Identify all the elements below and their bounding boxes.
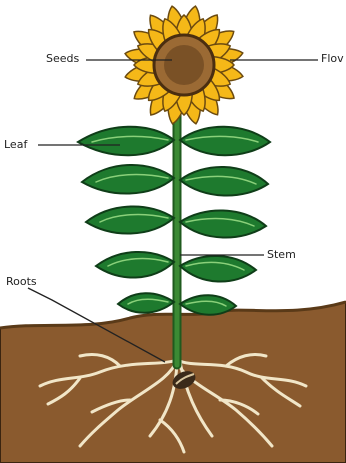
leaves-left (78, 127, 174, 313)
label-seeds: Seeds (46, 53, 79, 65)
flower-center-inner (164, 45, 204, 85)
label-roots: Roots (6, 276, 37, 288)
label-leaf: Leaf (4, 139, 27, 151)
label-flower: Flov (321, 53, 344, 65)
label-stem: Stem (267, 249, 296, 261)
